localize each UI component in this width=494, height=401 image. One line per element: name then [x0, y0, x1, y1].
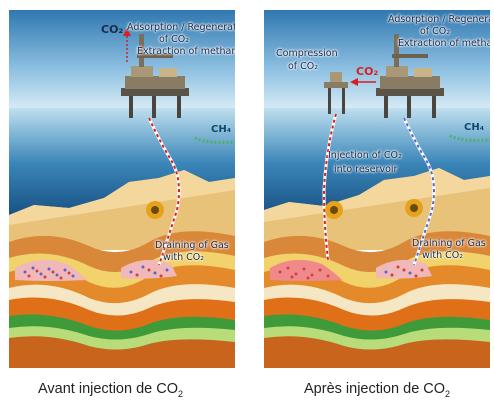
- injection-label-line1: Injection of CO₂: [328, 150, 402, 161]
- gas-reservoir: [15, 259, 87, 281]
- adsorption-label-line2: of CO₂: [420, 26, 451, 37]
- caption-before-text: Avant injection de CO: [38, 381, 178, 397]
- caption-after-sub: 2: [445, 388, 451, 399]
- caption-before: Avant injection de CO2: [38, 381, 183, 399]
- pump-icon: [146, 201, 164, 219]
- adsorption-label-line2: of CO₂: [159, 34, 190, 45]
- panel-before-injection: CO₂ Adsorption / Regeneration of CO₂ Ext…: [9, 10, 235, 368]
- pump-icon: [405, 199, 423, 217]
- offshore-platform-icon: [121, 34, 189, 118]
- caption-after: Après injection de CO2: [304, 381, 450, 399]
- draining-label-line2: with CO₂: [422, 250, 464, 261]
- scene-after-injection: [264, 10, 490, 368]
- co2-release-label: CO₂: [101, 23, 124, 36]
- ch4-label: CH₄: [211, 124, 232, 135]
- gas-reservoir: [270, 259, 342, 281]
- panel-after-injection: Adsorption / Regeneration of CO₂ Extract…: [264, 10, 490, 368]
- co2-transfer-label: CO₂: [356, 65, 379, 78]
- injection-label-line2: into reservoir: [334, 164, 398, 175]
- pump-icon: [325, 201, 343, 219]
- draining-label-line1: Draining of Gas: [155, 240, 229, 251]
- compression-platform-icon: [324, 72, 348, 114]
- adsorption-label-line1: Adsorption / Regeneration: [388, 14, 490, 25]
- draining-label-line2: with CO₂: [163, 252, 205, 263]
- compression-label-line1: Compression: [276, 48, 338, 59]
- compression-label-line2: of CO₂: [288, 61, 319, 72]
- caption-after-text: Après injection de CO: [304, 381, 446, 397]
- offshore-platform-icon: [376, 34, 444, 118]
- adsorption-label-line1: Adsorption / Regeneration: [127, 22, 235, 33]
- injection-pipe: [322, 113, 337, 261]
- adsorption-label-line3: Extraction of methane: [398, 38, 490, 49]
- caption-before-sub: 2: [177, 388, 183, 399]
- draining-label-line1: Draining of Gas: [412, 238, 486, 249]
- adsorption-label-line3: Extraction of methane: [137, 46, 235, 57]
- ch4-label: CH₄: [464, 122, 485, 133]
- scene-before-injection: [9, 10, 235, 368]
